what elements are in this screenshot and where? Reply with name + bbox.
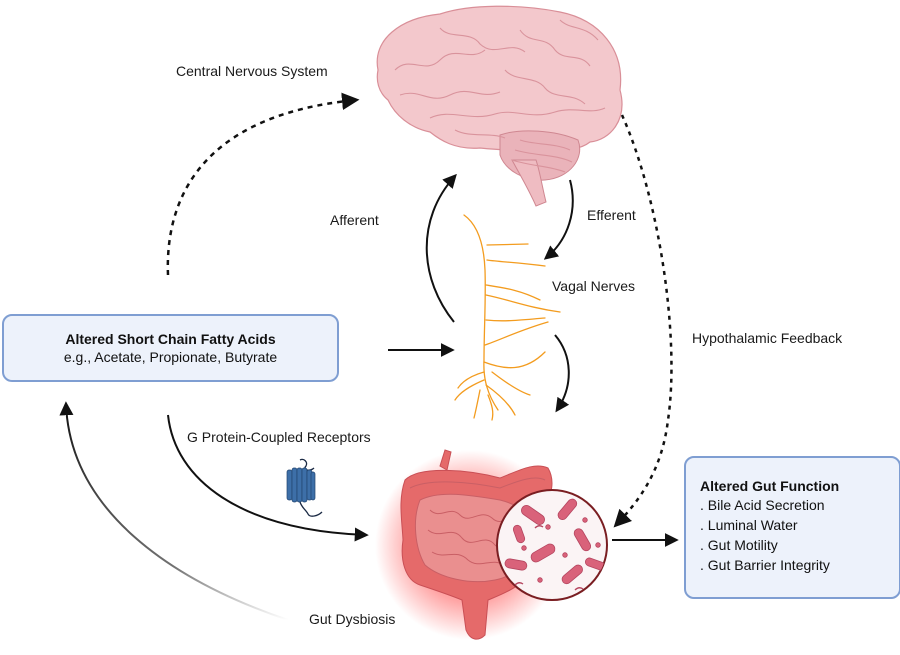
- coccus: [545, 524, 551, 530]
- gut-function-item: . Gut Motility: [700, 537, 778, 553]
- gpcr-label: G Protein-Coupled Receptors: [187, 429, 371, 445]
- arrow-afferent: [425, 173, 457, 323]
- arrow-gpcr-to-gut: [167, 414, 369, 542]
- esophagus-stub: [439, 449, 452, 471]
- gut-function-item: . Luminal Water: [700, 517, 798, 533]
- coccus: [562, 552, 568, 558]
- spirillum: [574, 587, 584, 591]
- brain-stem: [511, 159, 547, 207]
- cns-label: Central Nervous System: [176, 63, 328, 79]
- arrow-efferent: [543, 179, 574, 260]
- brain-illustration: [376, 5, 623, 207]
- hypothalamic-feedback-label: Hypothalamic Feedback: [692, 330, 843, 346]
- afferent-label: Afferent: [330, 212, 379, 228]
- bacterium: [521, 505, 545, 525]
- gpcr-protein-icon: [286, 458, 323, 517]
- bacterium: [557, 498, 578, 520]
- gut-function-item: . Bile Acid Secretion: [700, 497, 825, 513]
- gut-function-title: Altered Gut Function: [700, 478, 840, 494]
- brain-cerebrum: [376, 5, 623, 151]
- brain-folds: [394, 19, 606, 173]
- spirillum: [534, 525, 544, 529]
- bacteria-magnified-circle: [496, 489, 608, 601]
- efferent-label: Efferent: [587, 207, 636, 223]
- arrow-dysbiosis-to-scfa: [59, 401, 289, 621]
- coccus: [595, 542, 601, 548]
- bacterium: [504, 558, 528, 571]
- spirillum: [514, 582, 524, 586]
- arrow-scfa-to-cns: [166, 92, 360, 276]
- coccus: [521, 545, 527, 551]
- vagal-nerves-label: Vagal Nerves: [552, 278, 636, 294]
- arrow-hypothalamic-feedback: [613, 114, 673, 528]
- gut-function-box: Altered Gut Function . Bile Acid Secreti…: [684, 456, 900, 599]
- gut-dysbiosis-label: Gut Dysbiosis: [309, 611, 396, 627]
- bacterium: [530, 543, 556, 563]
- bacterium: [573, 528, 592, 552]
- arrow-vagal-to-gut: [554, 334, 570, 413]
- bacterium: [561, 564, 583, 585]
- scfa-box: Altered Short Chain Fatty Acids e.g., Ac…: [2, 314, 339, 382]
- vagal-nerve-illustration: [454, 214, 561, 421]
- gut-function-item: . Gut Barrier Integrity: [700, 557, 830, 573]
- bacterium: [512, 524, 526, 544]
- scfa-box-examples: e.g., Acetate, Propionate, Butyrate: [63, 349, 278, 365]
- coccus: [537, 577, 543, 583]
- scfa-box-title: Altered Short Chain Fatty Acids: [65, 331, 276, 347]
- coccus: [582, 517, 588, 523]
